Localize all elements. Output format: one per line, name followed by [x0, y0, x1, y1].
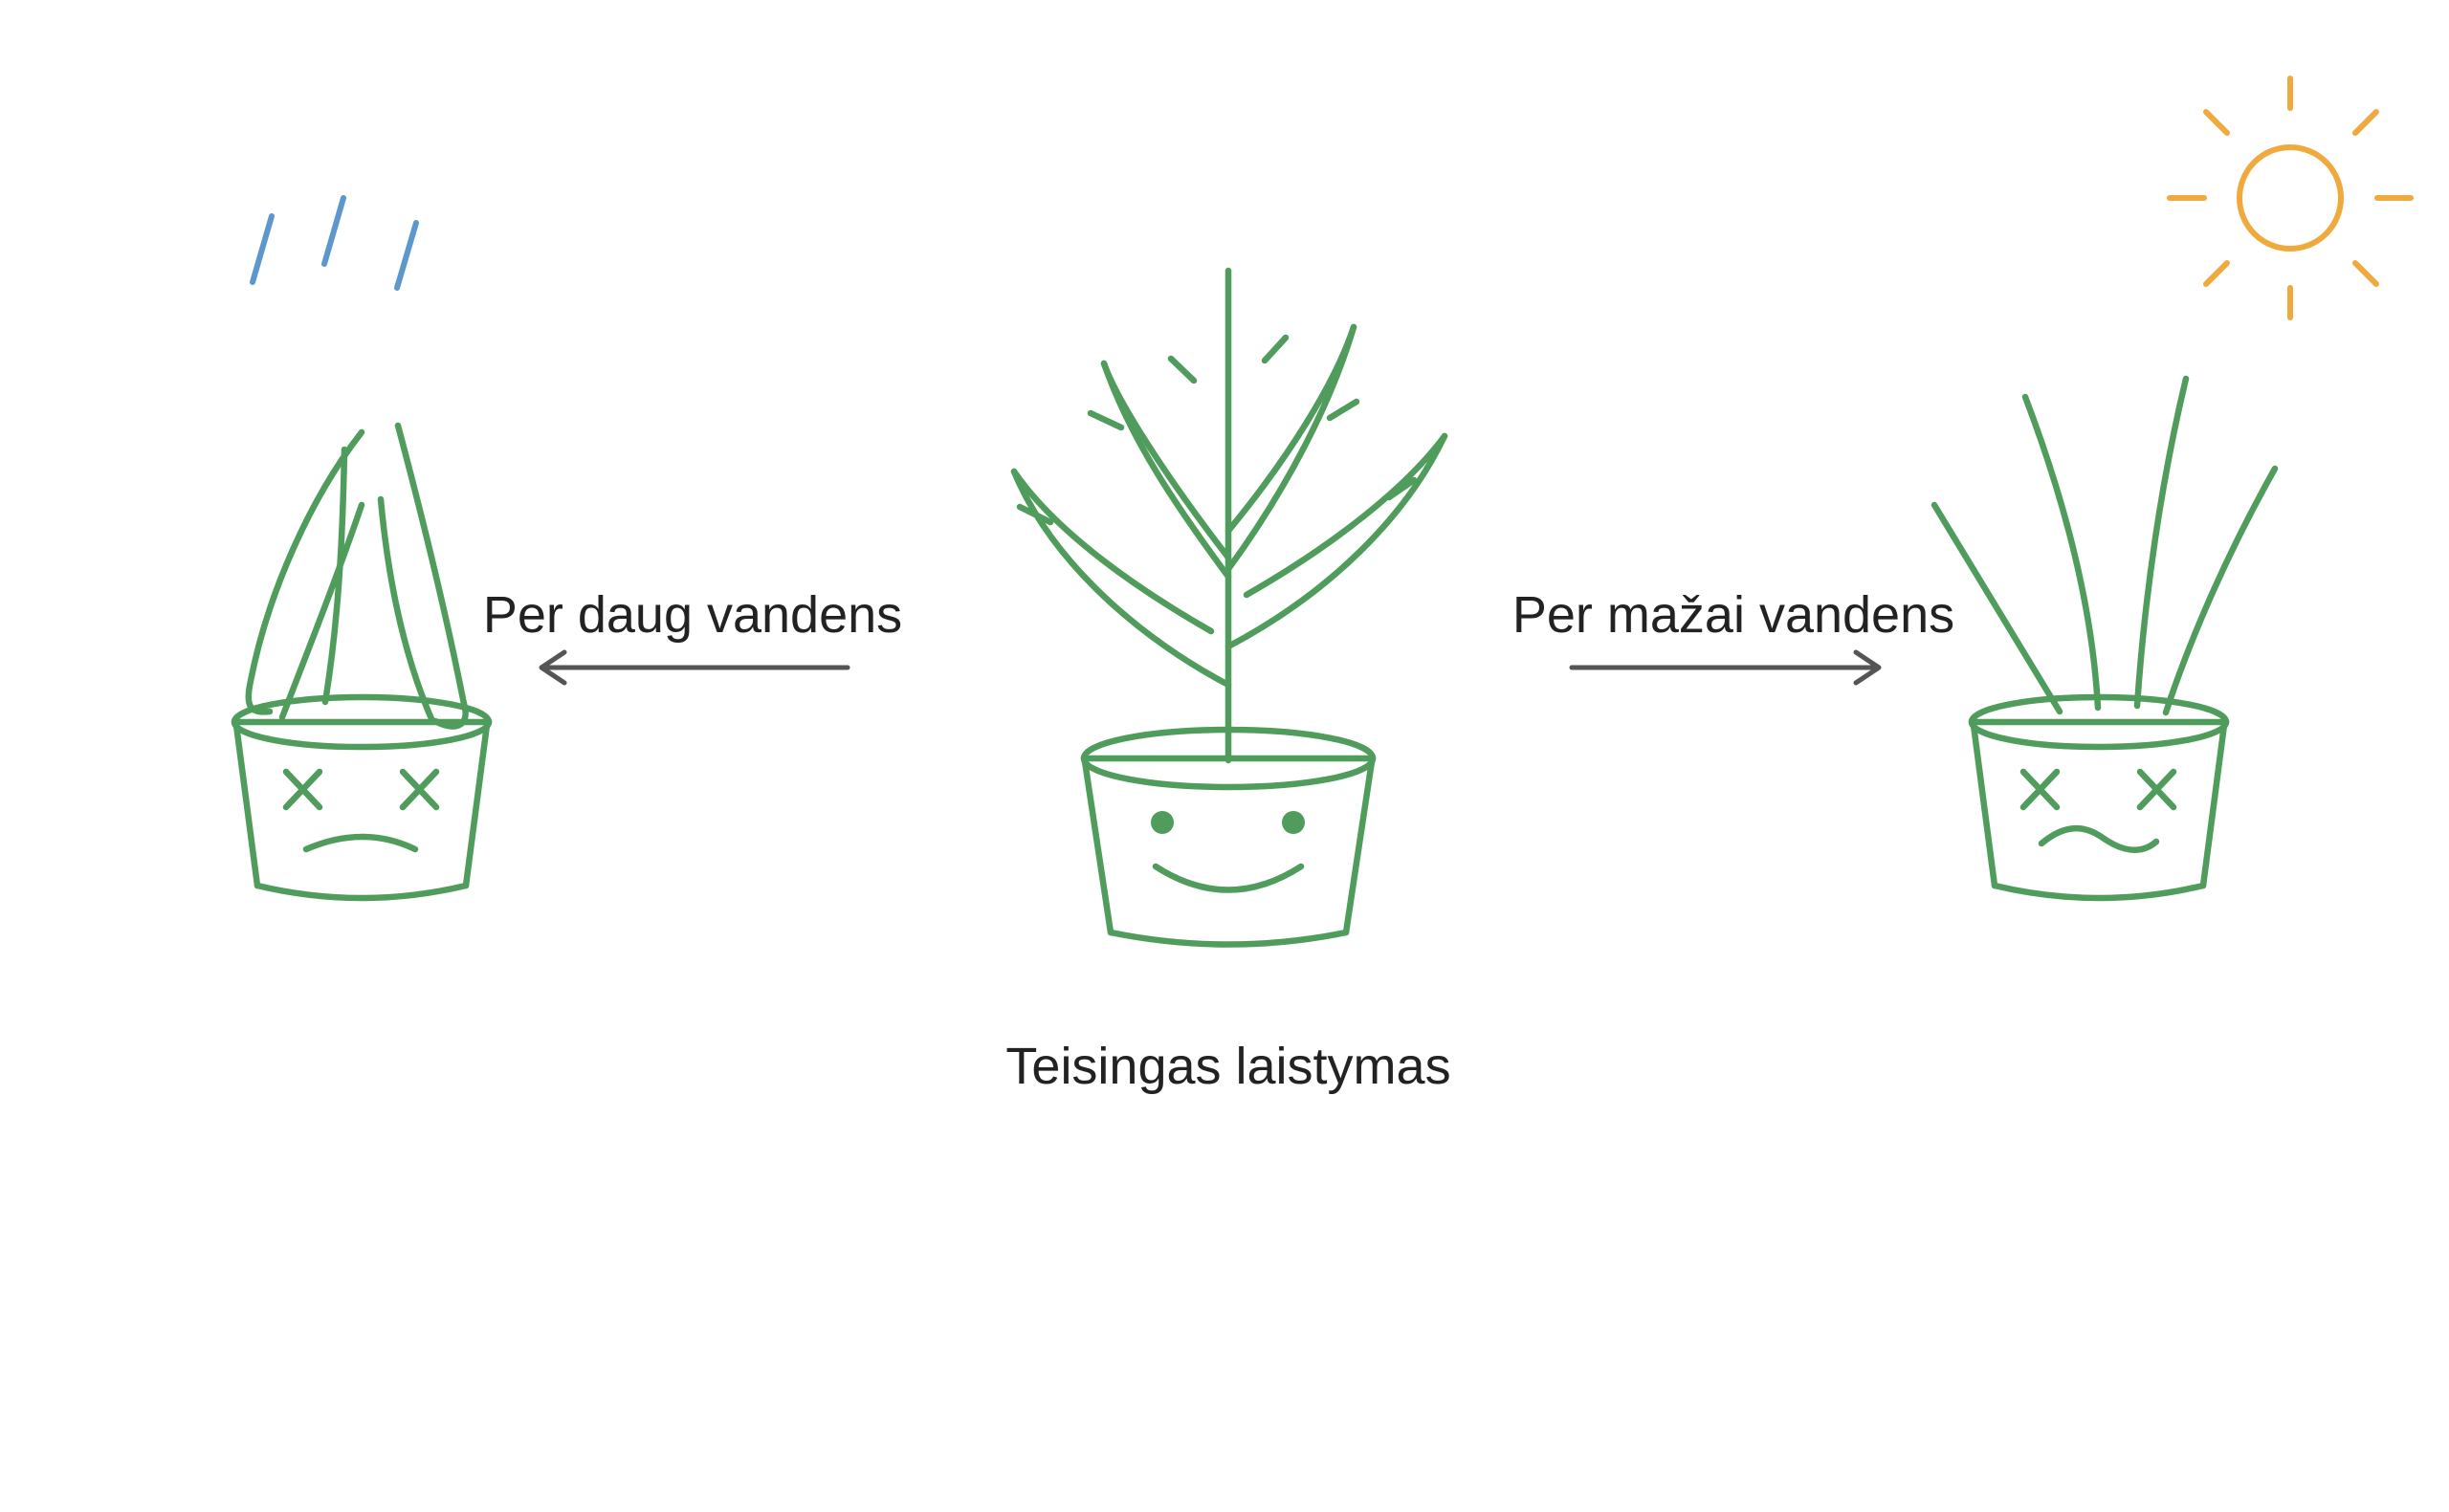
healthy-pot-eyes	[1151, 811, 1305, 834]
left-arrow-icon	[539, 649, 850, 686]
drooping-leaves	[245, 422, 469, 730]
healthy-pot	[1080, 726, 1377, 948]
sun-icon	[2167, 76, 2414, 320]
underwatered-pot	[1968, 693, 2230, 902]
healthy-leaves	[1010, 267, 1448, 764]
too-little-water-label: Per mažai vandens	[1512, 586, 1954, 644]
overwatered-plant-icon	[231, 422, 493, 902]
rain-icon	[250, 195, 419, 291]
healthy-plant-icon	[1010, 267, 1448, 948]
dry-leaves	[1931, 375, 2279, 716]
correct-watering-label: Teisingas laistymas	[1005, 1038, 1450, 1095]
too-much-water-label: Per daug vandens	[483, 586, 902, 644]
underwatered-plant-icon	[1931, 375, 2279, 902]
overwatered-pot	[231, 693, 493, 902]
right-arrow-icon	[1569, 649, 1882, 686]
